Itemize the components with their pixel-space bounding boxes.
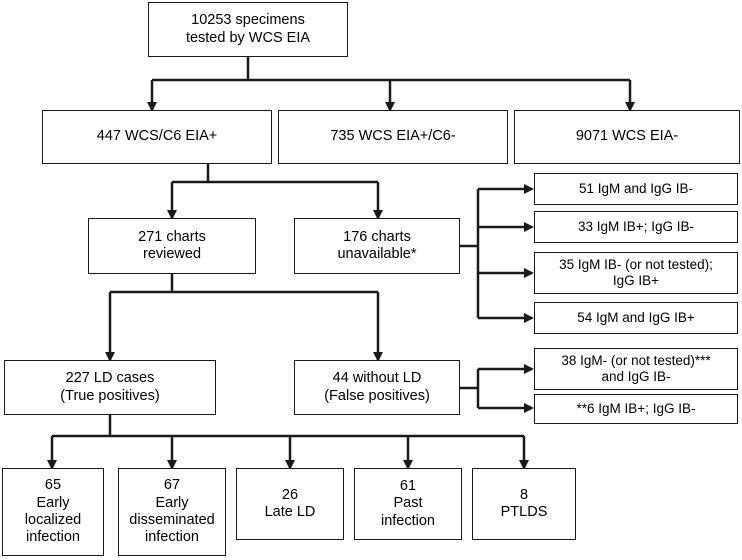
node-b5-ptlds: 8 PTLDS	[472, 468, 576, 540]
node-447-positive: 447 WCS/C6 EIA+	[42, 110, 272, 164]
node-b2-early-disseminated: 67 Early disseminated infection	[118, 468, 226, 556]
node-r5-igm-negative: 38 IgM- (or not tested)*** and IgG IB-	[534, 348, 738, 390]
node-r2-igm-positive: 33 IgM IB+; IgG IB-	[534, 211, 738, 243]
node-176-unavailable: 176 charts unavailable*	[294, 218, 460, 274]
node-r1-igm-igg-negative: 51 IgM and IgG IB-	[534, 173, 738, 205]
node-227-ld-cases: 227 LD cases (True positives)	[4, 360, 216, 415]
node-271-reviewed: 271 charts reviewed	[88, 218, 256, 274]
node-b4-past-infection: 61 Past infection	[354, 468, 462, 540]
node-root: 10253 specimens tested by WCS EIA	[148, 2, 348, 57]
node-9071-negative: 9071 WCS EIA-	[514, 110, 740, 164]
node-r3-igg-positive: 35 IgM IB- (or not tested); IgG IB+	[534, 252, 738, 294]
node-r4-igm-igg-positive: 54 IgM and IgG IB+	[534, 302, 738, 334]
node-b3-late-ld: 26 Late LD	[236, 468, 344, 540]
node-735-discordant: 735 WCS EIA+/C6-	[278, 110, 508, 164]
node-b1-early-localized: 65 Early localized infection	[2, 468, 104, 556]
node-44-without-ld: 44 without LD (False positives)	[294, 360, 460, 415]
node-r6-igm-positive: **6 IgM IB+; IgG IB-	[534, 394, 738, 424]
